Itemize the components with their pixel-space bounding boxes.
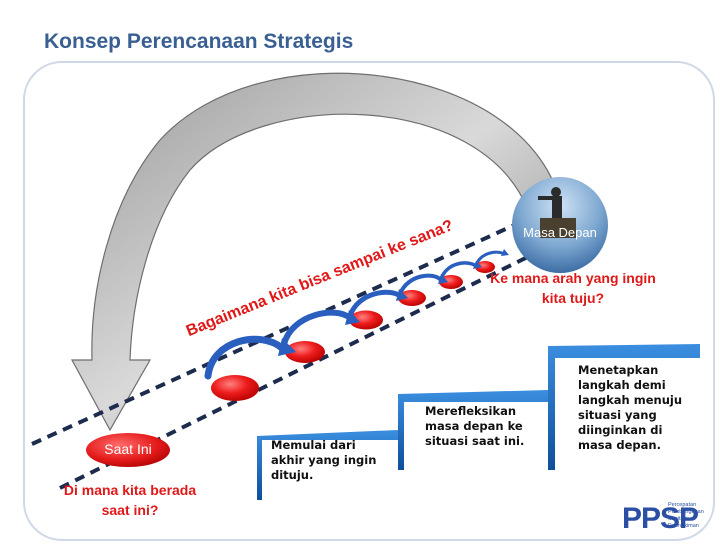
step-dot xyxy=(349,310,383,330)
hop-arrow xyxy=(204,335,286,380)
stair-step xyxy=(398,390,548,470)
step-dot xyxy=(439,275,463,289)
future-state-label: Masa Depan xyxy=(523,225,597,240)
step-1-text: Memulai dari akhir yang ingin dituju. xyxy=(271,438,377,482)
person-binoculars-icon xyxy=(538,187,576,238)
hop-arrow xyxy=(281,309,353,347)
logo-subtitle: Percepatan Pembangunan Sanitasi Permukim… xyxy=(668,502,720,530)
logo-subtitle-line: Pembangunan xyxy=(668,509,704,515)
stair-step xyxy=(548,344,700,470)
step-dot xyxy=(285,341,325,363)
big-curved-arrow xyxy=(70,72,561,432)
hop-arrows xyxy=(204,250,506,380)
stairs xyxy=(257,344,700,500)
hop-arrow xyxy=(398,273,443,296)
current-state-label: Saat Ini xyxy=(104,441,152,457)
future-question: Ke mana arah yang ingin kita tuju? xyxy=(490,270,656,306)
logo-wordmark: PPSP xyxy=(622,502,699,535)
step-dot xyxy=(475,261,495,273)
step-dots xyxy=(211,261,495,401)
hop-arrow xyxy=(439,261,478,281)
step-dot xyxy=(398,290,426,306)
ppsp-logo: PPSP Percepatan Pembangunan Sanitasi Per… xyxy=(622,498,722,542)
logo-subtitle-line: Permukiman xyxy=(668,523,699,529)
current-question: Di mana kita berada saat ini? xyxy=(63,482,197,518)
road-edge-top xyxy=(31,216,531,446)
hop-arrow xyxy=(347,289,403,319)
logo-subtitle-line: Sanitasi xyxy=(668,516,688,522)
step-3-text: Menetapkan langkah demi langkah menuju s… xyxy=(578,363,683,452)
step-2-text: Merefleksikan masa depan ke situasi saat… xyxy=(425,404,525,448)
stair-step xyxy=(257,430,398,500)
hop-arrow xyxy=(474,250,506,267)
page-title: Konsep Perencanaan Strategis xyxy=(44,30,354,53)
hop-arrowheads xyxy=(278,249,509,356)
logo-subtitle-line: Percepatan xyxy=(668,502,697,508)
current-state-ellipse xyxy=(86,433,170,467)
frame xyxy=(23,61,715,541)
step-dot xyxy=(211,375,259,401)
